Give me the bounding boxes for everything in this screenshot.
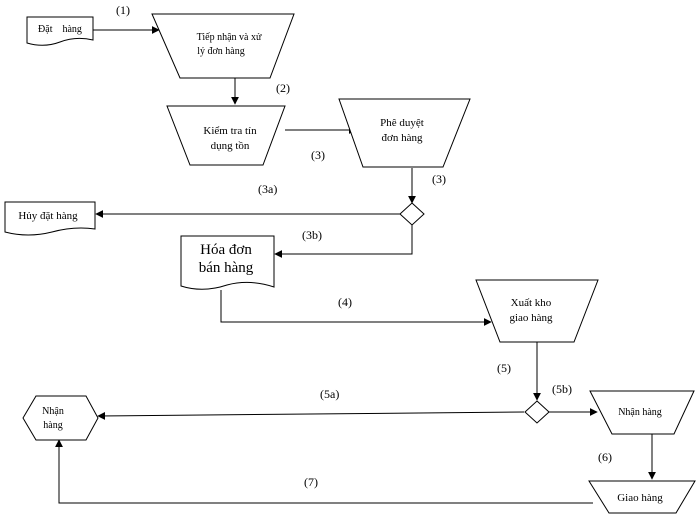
label-nhan-hang-right: Nhận hàng (618, 407, 662, 418)
edge-label-3-horizontal: (3) (311, 148, 325, 162)
edge-labels: (1) (2) (3) (3) (3a) (3b) (4) (5) (5a) (… (116, 3, 612, 489)
connectors (55, 26, 656, 504)
edge-label-6: (6) (598, 450, 612, 464)
edge-label-5: (5) (497, 361, 511, 375)
node-dat-hang: Đặt hàng (26, 16, 94, 46)
label-hoa-don-line2: bán hàng (199, 260, 254, 276)
connector-3b (274, 225, 413, 258)
node-giao-hang: Giao hàng (588, 480, 696, 514)
label-nhan-hang-left-line2: hàng (43, 420, 62, 431)
label-phe-duyet-line1: Phê duyệt (380, 117, 424, 129)
edge-label-3-down: (3) (432, 172, 446, 186)
edge-label-5b: (5b) (552, 382, 572, 396)
edge-label-3b: (3b) (302, 228, 322, 242)
node-nhan-hang-right: Nhận hàng (589, 390, 695, 435)
node-xuat-kho: Xuất kho giao hàng (475, 279, 599, 343)
decision-diamond-1 (399, 202, 425, 226)
node-nhan-hang-left: Nhận hàng (22, 395, 99, 441)
node-huy-dat-hang: Hủy đặt hàng (4, 201, 96, 236)
label-phe-duyet-line2: đơn hàng (382, 132, 423, 144)
label-tiep-nhan-line2: lý đơn hàng (197, 46, 245, 57)
node-tiep-nhan: Tiếp nhận và xử lý đơn hàng (151, 13, 295, 79)
node-kiem-tra: Kiểm tra tín dụng tồn (166, 105, 286, 166)
label-dat-hang: Đặt hàng (38, 24, 82, 35)
edge-label-5a: (5a) (320, 387, 339, 401)
edge-label-3a: (3a) (258, 182, 277, 196)
label-xuat-kho-line1: Xuất kho (511, 297, 552, 309)
label-kiem-tra-line2: dụng tồn (211, 140, 250, 152)
edge-label-1: (1) (116, 3, 130, 17)
node-phe-duyet: Phê duyệt đơn hàng (338, 98, 471, 168)
edge-label-4: (4) (338, 295, 352, 309)
label-kiem-tra-line1: Kiểm tra tín (203, 125, 257, 137)
edge-label-7: (7) (304, 475, 318, 489)
node-hoa-don: Hóa đơn bán hàng (180, 235, 275, 290)
edge-label-2: (2) (276, 81, 290, 95)
connector-4 (220, 290, 492, 326)
connector-7 (55, 439, 593, 504)
label-hoa-don-line1: Hóa đơn (200, 242, 252, 258)
decision-diamond-2 (524, 400, 550, 424)
label-xuat-kho-line2: giao hàng (509, 312, 553, 324)
label-giao-hang: Giao hàng (617, 492, 663, 504)
label-tiep-nhan-line1: Tiếp nhận và xử (197, 32, 262, 43)
label-nhan-hang-left-line1: Nhận (42, 406, 64, 417)
label-huy-dat-hang: Hủy đặt hàng (18, 210, 78, 222)
connector-5a (97, 411, 525, 420)
